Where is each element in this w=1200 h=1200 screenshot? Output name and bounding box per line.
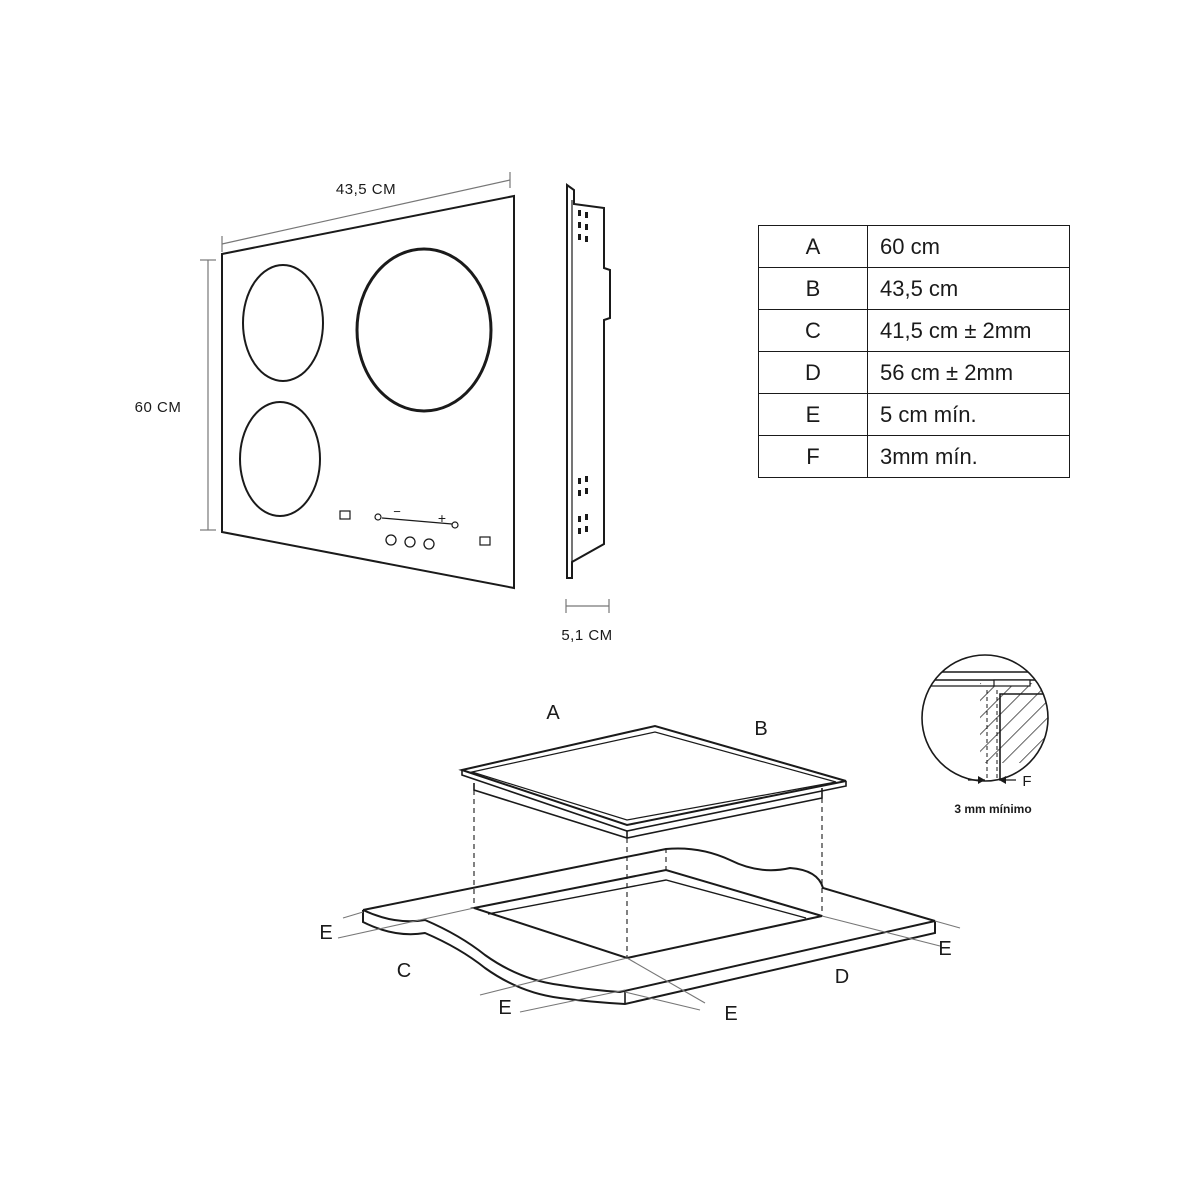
table-row: D 56 cm ± 2mm [758,351,1070,394]
row-key: F [758,435,868,478]
row-value: 60 cm [867,225,1070,268]
lock-icon [339,510,351,520]
touch-control-panel: − + [339,504,491,550]
countertop-thickness [362,910,936,1006]
row-key: A [758,225,868,268]
width-label: 43,5 CM [336,181,396,198]
vent-slots-top [578,210,588,242]
table-row: B 43,5 cm [758,267,1070,310]
detail-circle [921,654,1049,782]
installation-drawing: A B C D E E E E [319,702,961,1025]
detail-gap-label: F [1022,773,1031,790]
width-dimension-line [221,179,511,245]
hob-side-view: 5,1 CM [561,183,612,644]
glass-cooktop [221,194,515,590]
row-key: B [758,267,868,310]
timer-icon [479,536,491,546]
zone-select-button-3 [423,538,435,550]
row-key: D [758,351,868,394]
label-d: D [835,966,849,988]
table-row: F 3mm mín. [758,435,1070,478]
row-value: 5 cm mín. [867,393,1070,436]
power-slider [381,517,453,525]
row-key: E [758,393,868,436]
vent-slots-bottom [578,476,588,534]
row-value: 56 cm ± 2mm [867,351,1070,394]
label-a: A [546,702,560,724]
zone-select-button-1 [385,534,397,546]
table-row: E 5 cm mín. [758,393,1070,436]
height-label: 60 CM [135,399,182,416]
detail-caption: 3 mm mínimo [954,802,1031,816]
gap-detail: F 3 mm mínimo [921,654,1049,816]
row-value: 41,5 cm ± 2mm [867,309,1070,352]
cooking-zone-bottom-left [239,401,321,517]
clearance-lines [337,907,961,1013]
row-value: 3mm mín. [867,435,1070,478]
slider-end-dot [451,521,459,529]
table-row: A 60 cm [758,225,1070,268]
plus-icon: + [438,510,446,526]
slider-start-dot [374,513,382,521]
label-b: B [754,718,767,740]
minus-icon: − [393,504,401,519]
hob-top-view: 43,5 CM 60 CM − + [135,172,515,590]
cooking-zone-top-left [242,264,324,382]
countertop-front-edge [362,909,936,994]
depth-label: 5,1 CM [561,627,612,644]
label-c: C [397,960,411,982]
hob-glass-top [458,724,847,827]
countertop-back-edge [362,847,936,922]
row-key: C [758,309,868,352]
alignment-guides [473,790,823,958]
row-value: 43,5 cm [867,267,1070,310]
cooking-zone-large [355,247,493,413]
label-e-bottom-left: E [498,997,511,1019]
table-row: C 41,5 cm ± 2mm [758,309,1070,352]
dimensions-table: A 60 cm B 43,5 cm C 41,5 cm ± 2mm D 56 c… [758,225,1070,478]
side-profile [566,183,611,579]
label-e-left: E [319,922,332,944]
label-e-right: E [938,938,951,960]
zone-select-button-2 [404,536,416,548]
label-e-bottom-right: E [724,1003,737,1025]
